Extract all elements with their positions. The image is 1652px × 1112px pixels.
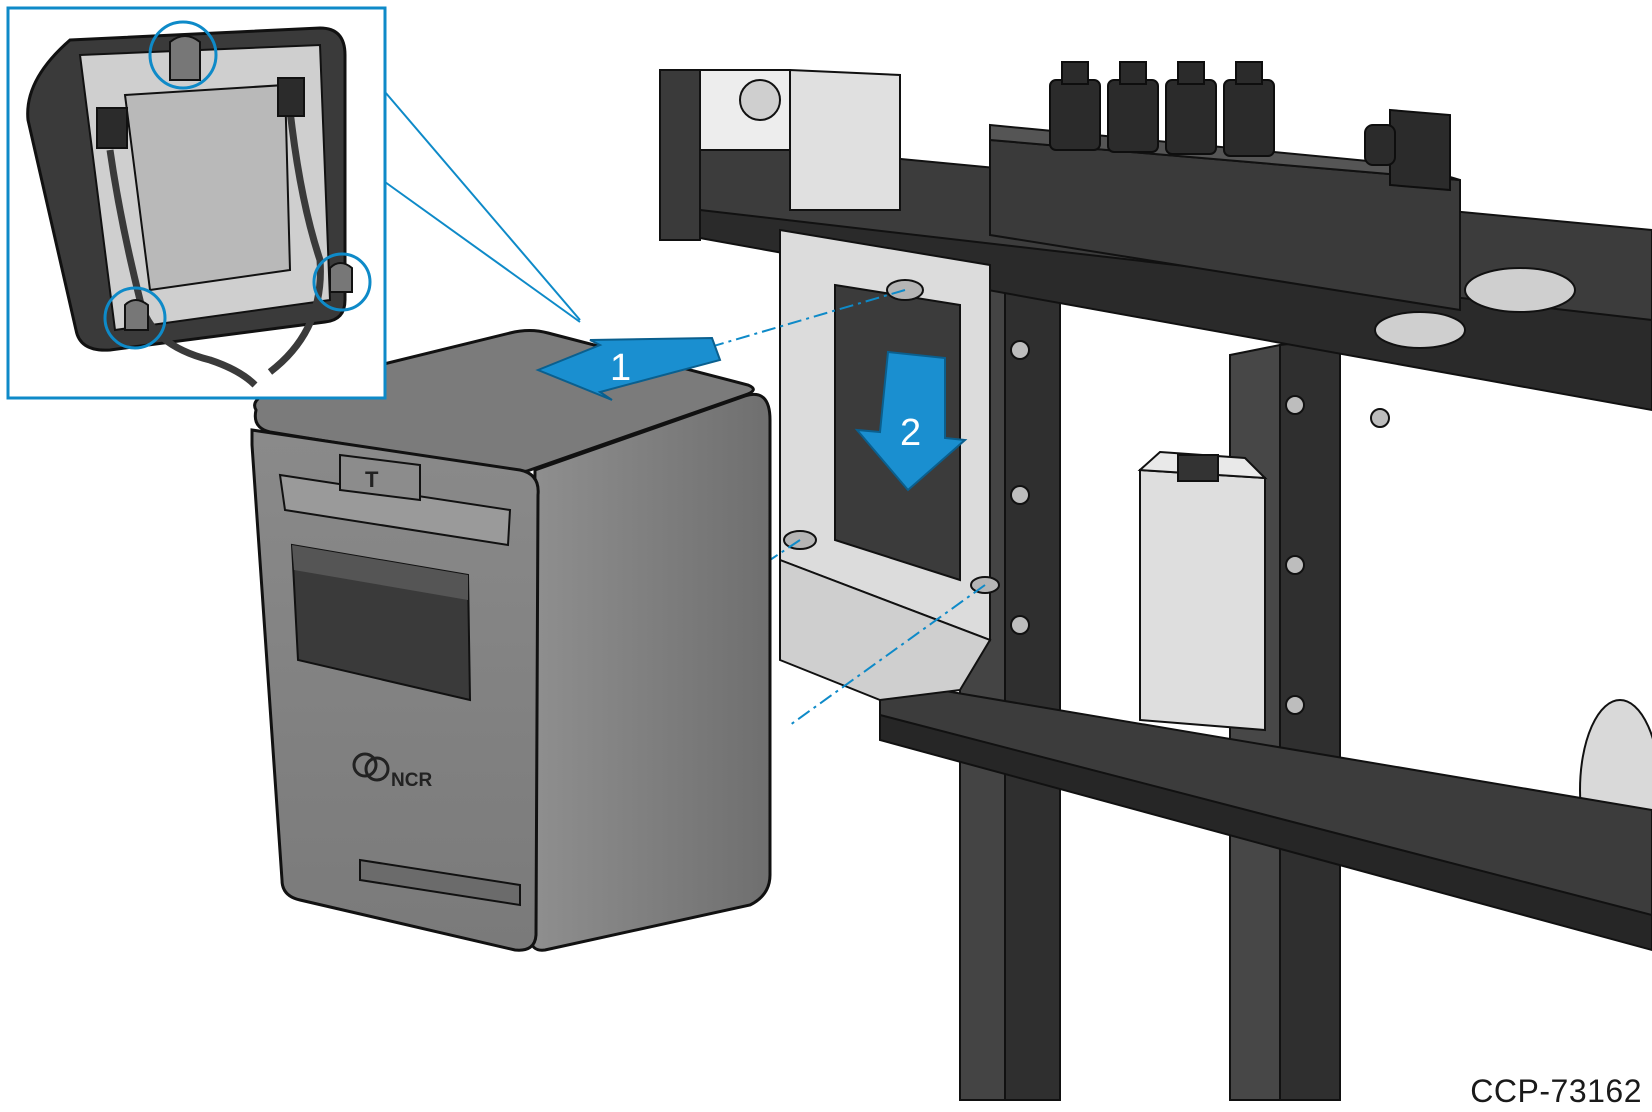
step-1-arrow: 1 — [535, 336, 722, 401]
diagram-id: CCP-73162 — [1470, 1073, 1642, 1109]
receipt-printer: T NCR — [250, 329, 772, 952]
detail-inset — [6, 6, 581, 400]
ncr-logo: NCR — [352, 752, 432, 791]
printer-brand: NCR — [391, 770, 432, 791]
alignment-guides — [699, 289, 986, 726]
step-2-label: 2 — [900, 412, 921, 454]
step-2-arrow: 2 — [854, 350, 968, 492]
mounting-frame — [659, 61, 1652, 1101]
svg-text:T: T — [365, 467, 379, 492]
step-1-label: 1 — [610, 347, 631, 389]
